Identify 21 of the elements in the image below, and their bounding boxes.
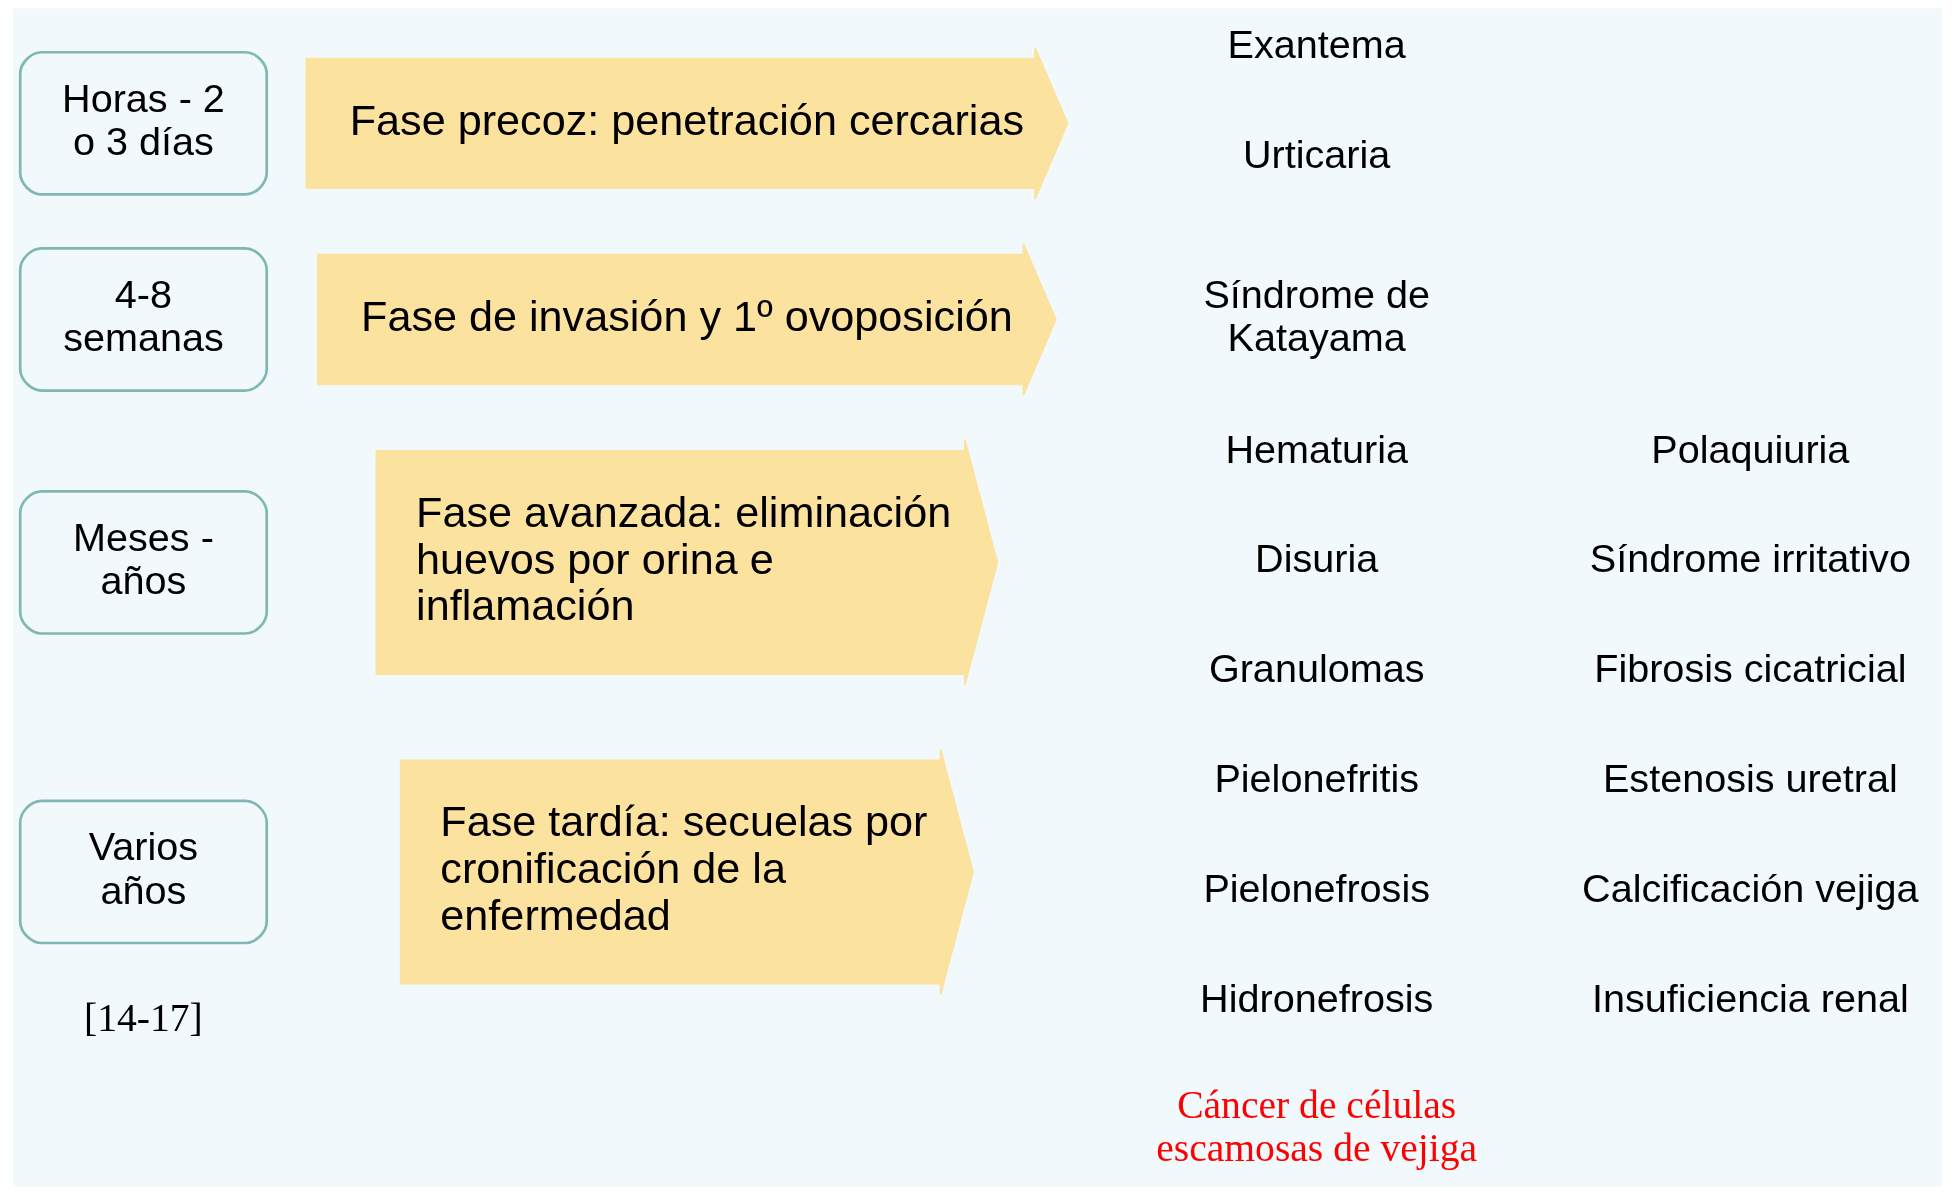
label: Granulomas [1208,646,1424,691]
label: Síndrome irritativo [1589,536,1911,581]
label: Exantema [1227,21,1406,66]
node-box: Horas - 2 o 3 días [18,50,268,196]
label: Calcificación vejiga [1581,865,1919,910]
label: Síndrome de Katayama [1202,271,1430,360]
label: Polaquiuria [1650,426,1849,471]
label: Hidronefrosis [1199,975,1433,1020]
label: Estenosis uretral [1602,756,1898,801]
node-box: Meses - años [18,489,268,635]
label: Cáncer de células escamosas de vejiga [1155,1082,1477,1170]
label: [14-17] [83,996,203,1041]
label: Hematuria [1224,426,1408,471]
node-box: 4-8 semanas [18,247,268,392]
label: Disuria [1254,536,1378,581]
label: Pielonefritis [1213,756,1419,801]
label: Fibrosis cicatricial [1593,646,1906,691]
label: Pielonefrosis [1202,865,1430,910]
label: Urticaria [1242,131,1390,176]
label: Insuficiencia renal [1591,975,1909,1020]
node-box: Varios años [18,799,268,945]
